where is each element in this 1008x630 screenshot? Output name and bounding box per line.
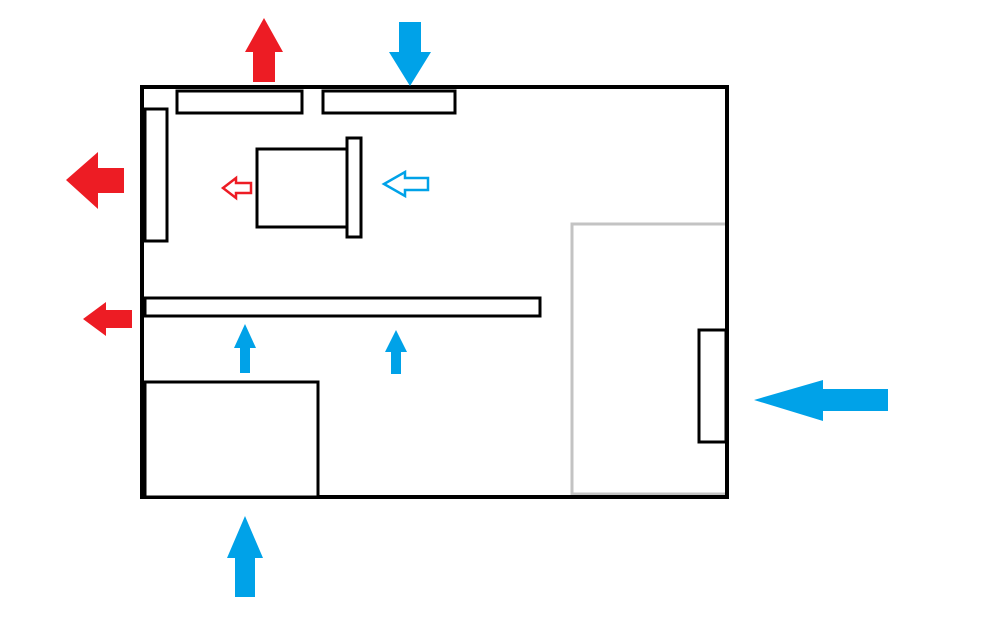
exhaust-arrow-left-lower (83, 302, 132, 336)
exhaust-arrow-top (245, 18, 283, 82)
shelf-bar (143, 296, 542, 318)
exhaust-arrow-left-upper (66, 152, 124, 209)
right-vent (697, 328, 728, 444)
intake-arrow-right (754, 380, 888, 421)
bottom-left-box (143, 380, 320, 499)
unit-box (255, 147, 349, 229)
intake-arrow-bottom (227, 516, 263, 597)
left-vent (143, 107, 169, 243)
top-vent-left (175, 89, 304, 115)
unit-intake-panel (345, 136, 363, 239)
intake-arrow-unit-small (381, 169, 430, 199)
intake-arrow-top (389, 22, 431, 86)
intake-arrow-shelf-2 (385, 330, 407, 374)
room-outline (140, 85, 729, 499)
intake-arrow-shelf-1 (234, 324, 256, 373)
top-vent-right (321, 89, 457, 115)
exhaust-arrow-unit-small (220, 175, 253, 201)
